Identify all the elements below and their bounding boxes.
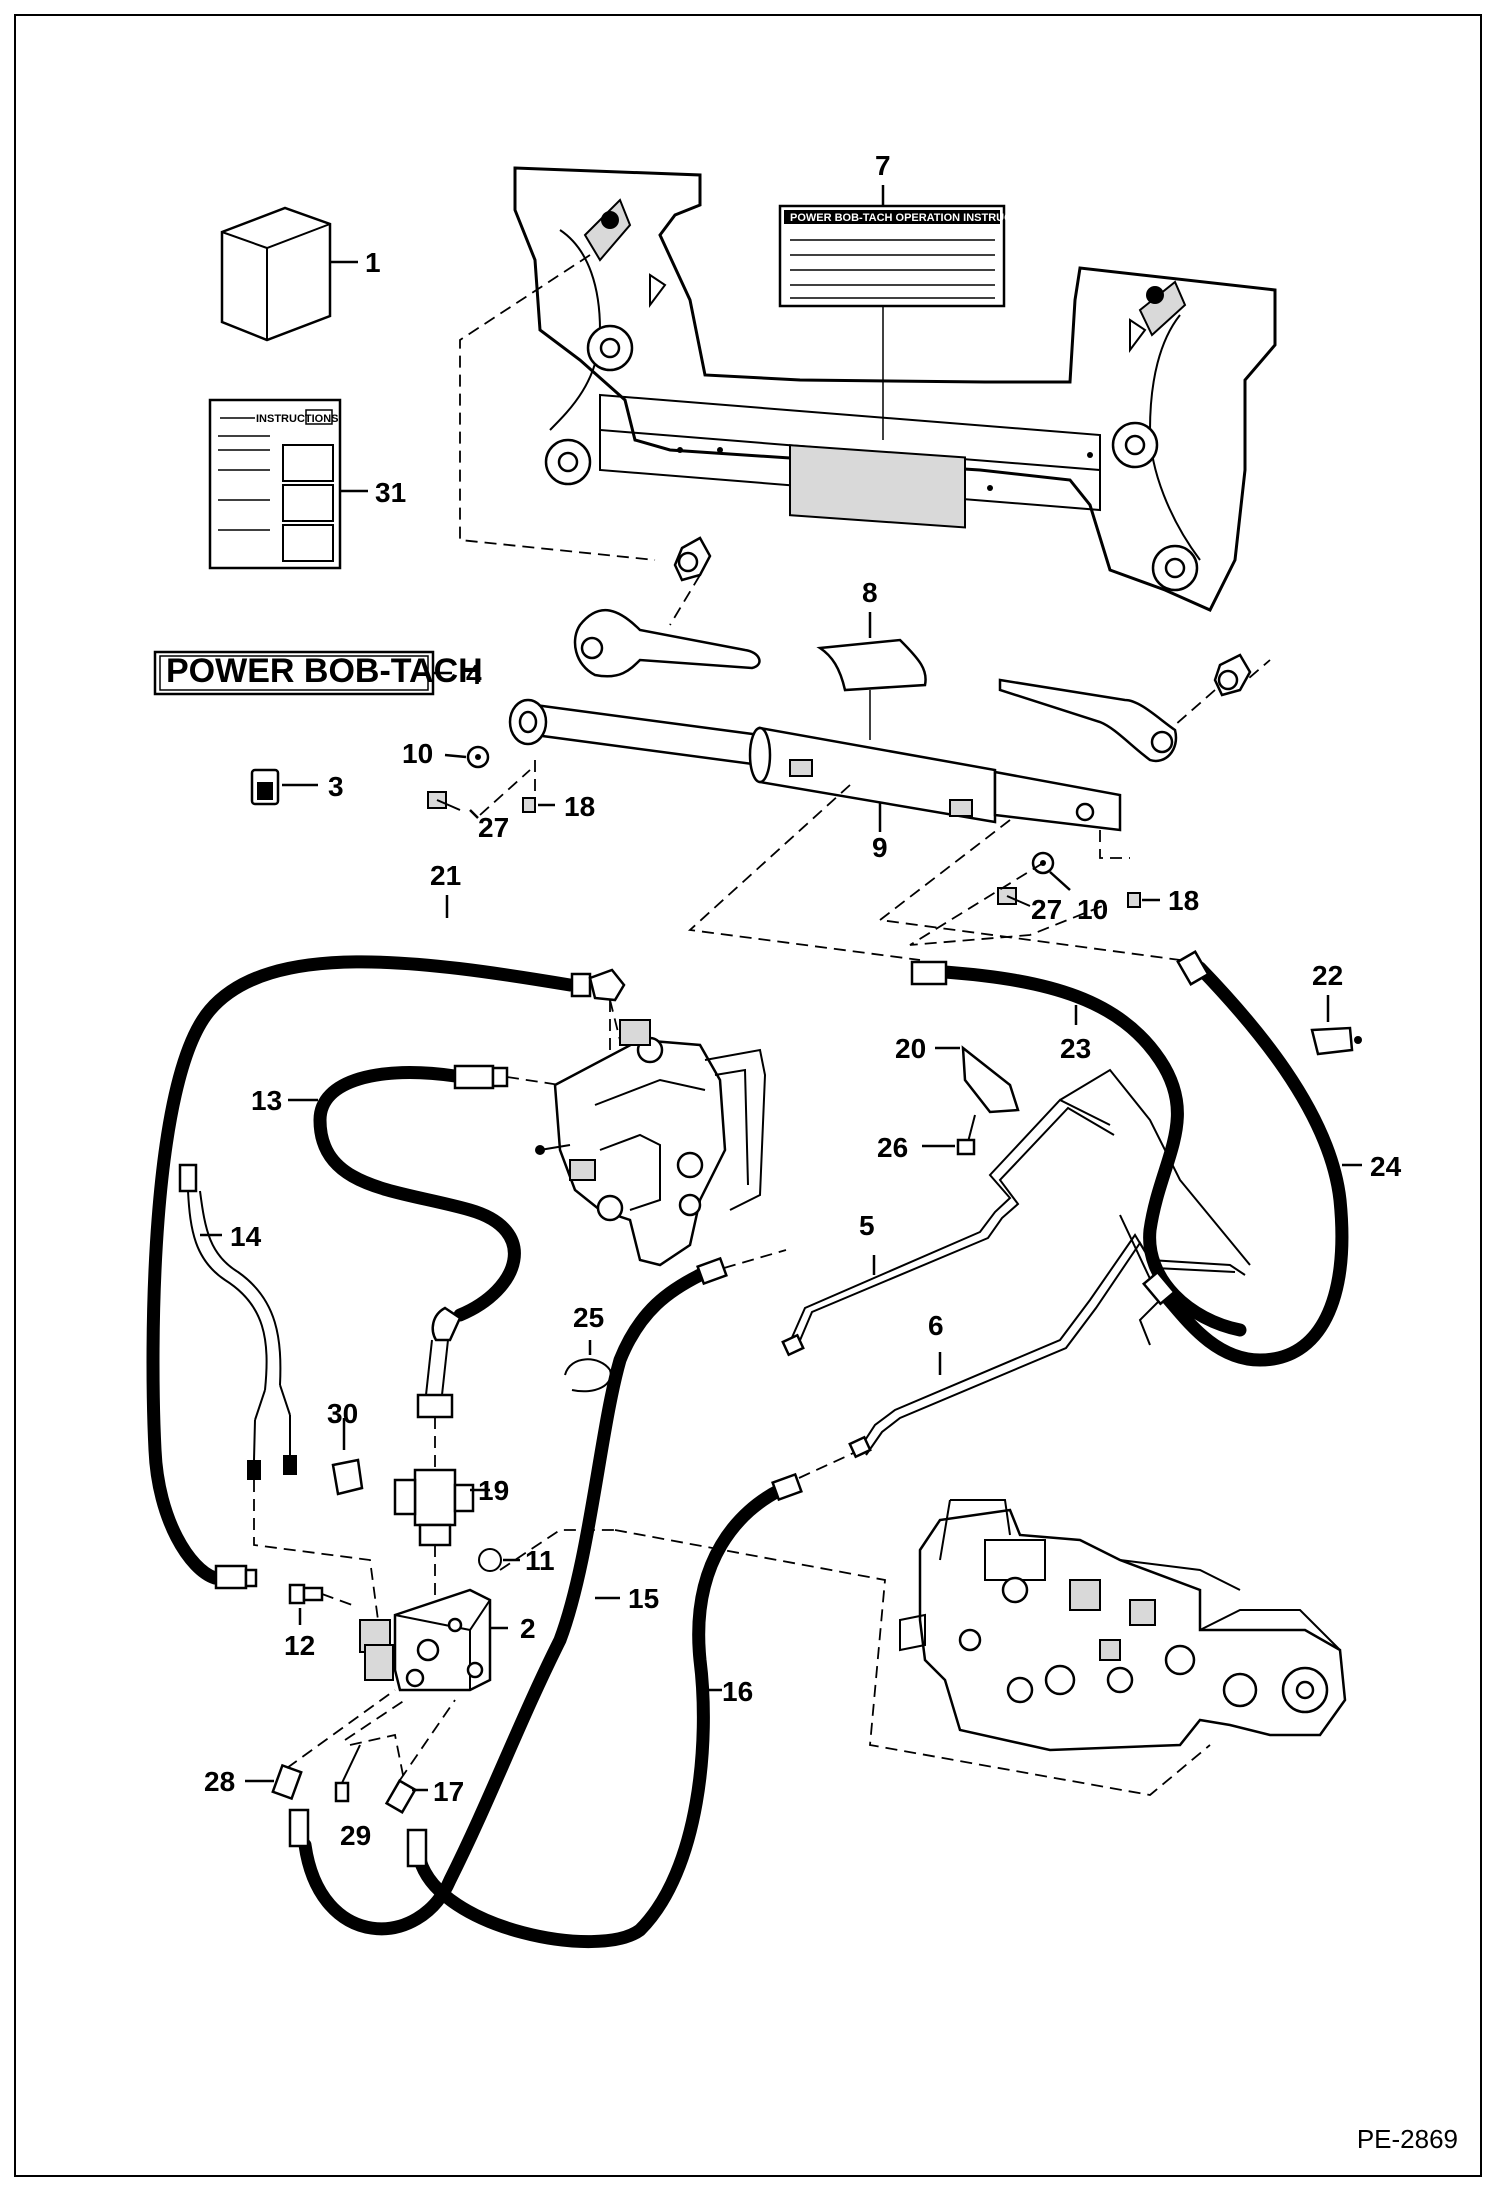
control-valve: [535, 999, 767, 1267]
callout-8: 8: [862, 577, 878, 608]
part-2-valve-block: [359, 1529, 615, 1692]
part-13-hose: [288, 1064, 561, 1475]
callout-17: 17: [433, 1776, 464, 1807]
part-14-wire-harness: [178, 1163, 379, 1621]
callout-31: 31: [375, 477, 406, 508]
part-7-operation-decal: POWER BOB-TACH OPERATION INSTRUCTIONS: [778, 185, 1046, 440]
callout-16: 16: [722, 1676, 753, 1707]
callout-29: 29: [340, 1820, 371, 1851]
callout-22: 22: [1312, 960, 1343, 991]
callout-19: 19: [478, 1475, 509, 1506]
callout-30: 30: [327, 1398, 358, 1429]
callout-23: 23: [1060, 1033, 1091, 1064]
callout-28: 28: [204, 1766, 235, 1797]
callout-2: 2: [520, 1613, 536, 1644]
operation-decal-title: POWER BOB-TACH OPERATION INSTRUCTIONS: [790, 212, 1046, 224]
part-22-clamp: [1310, 995, 1362, 1056]
part-19-tee: [393, 1468, 490, 1600]
part-8-guard: [816, 612, 927, 740]
part-30-cap: [331, 1418, 364, 1496]
callout-15: 15: [628, 1583, 659, 1614]
part-25-clamp: [564, 1340, 612, 1393]
callout-18b: 18: [1168, 885, 1199, 916]
callout-27a: 27: [478, 812, 509, 843]
bob-tach-frame: [513, 166, 1277, 612]
callout-1: 1: [365, 247, 381, 278]
callout-26: 26: [877, 1132, 908, 1163]
part-1-box: [220, 206, 358, 342]
part-24-hose: [1141, 950, 1362, 1367]
reference-code: PE-2869: [1356, 2124, 1458, 2154]
part-28-fitting: [245, 1763, 303, 1801]
callout-25: 25: [573, 1302, 604, 1333]
fasteners-left: [427, 745, 555, 819]
callout-12: 12: [284, 1630, 315, 1661]
part-15-hose: [288, 1256, 728, 1936]
callout-13: 13: [251, 1085, 282, 1116]
hydrostatic-pump: [899, 1499, 1347, 1752]
part-21-hose: [146, 895, 626, 1590]
part-11-o-ring: [478, 1548, 520, 1572]
callout-20: 20: [895, 1033, 926, 1064]
part-9-cylinder: [479, 698, 1130, 859]
callout-18a: 18: [564, 791, 595, 822]
callout-21: 21: [430, 860, 461, 891]
fasteners-right: [909, 851, 1160, 946]
part-17-fitting: [384, 1779, 428, 1814]
part-4-decal: POWER BOB-TACH: [153, 650, 483, 696]
part-20-bracket: [935, 1045, 1020, 1114]
instructions-sheet-label: INSTRUCTIONS: [256, 413, 339, 425]
callout-14: 14: [230, 1221, 262, 1252]
part-5-tube: [781, 1068, 1251, 1357]
part-29-bolt: [334, 1744, 361, 1803]
callout-24: 24: [1370, 1151, 1402, 1182]
callout-11: 11: [525, 1545, 555, 1576]
callout-4: 4: [466, 659, 482, 690]
latch-levers: [573, 536, 1252, 763]
part-26-bolt: [922, 1114, 976, 1156]
callout-5: 5: [859, 1210, 875, 1241]
part-6-tube: [848, 1214, 1246, 1459]
part-31-instructions-sheet: INSTRUCTIONS: [208, 398, 368, 570]
diagram-border: [14, 14, 1482, 2177]
decal-power-bob-tach-text: POWER BOB-TACH: [166, 652, 483, 690]
callout-10a: 10: [402, 738, 433, 769]
part-3-switch: [250, 768, 318, 806]
callout-9: 9: [872, 832, 888, 863]
callout-3: 3: [328, 771, 344, 802]
callout-7: 7: [875, 150, 891, 181]
part-16-hose: [406, 1472, 803, 1948]
callout-27b: 27: [1031, 894, 1062, 925]
part-12-fitting: [288, 1583, 356, 1625]
callout-10b: 10: [1077, 894, 1108, 925]
callout-6: 6: [928, 1310, 944, 1341]
